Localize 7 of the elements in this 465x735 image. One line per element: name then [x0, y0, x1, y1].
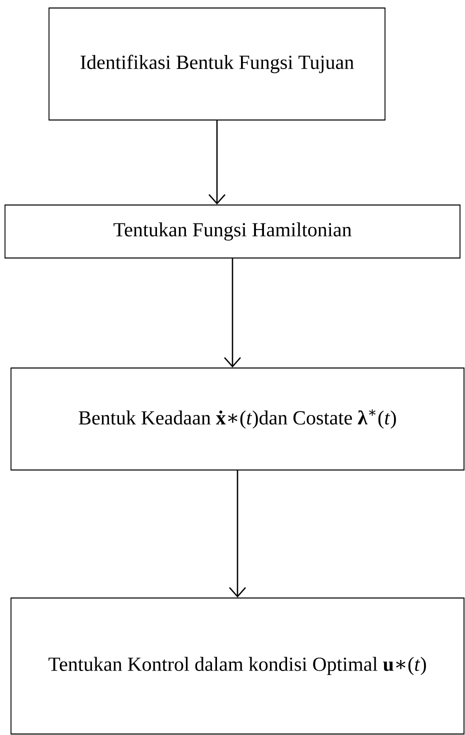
process-box: Bentuk Keadaan ẋ∗(t)dan Costate λ$^{∗}$(t): [10, 368, 464, 470]
process-box: Tentukan Fungsi Hamiltonian: [4, 204, 460, 258]
arrow: [224, 258, 241, 368]
process-box: Identifikasi Bentuk Fungsi Tujuan: [48, 8, 386, 120]
arrow: [229, 470, 246, 598]
arrow: [208, 120, 226, 205]
process-box: Tentukan Kontrol dalam kondisi Optimal u∗(t): [10, 598, 464, 734]
